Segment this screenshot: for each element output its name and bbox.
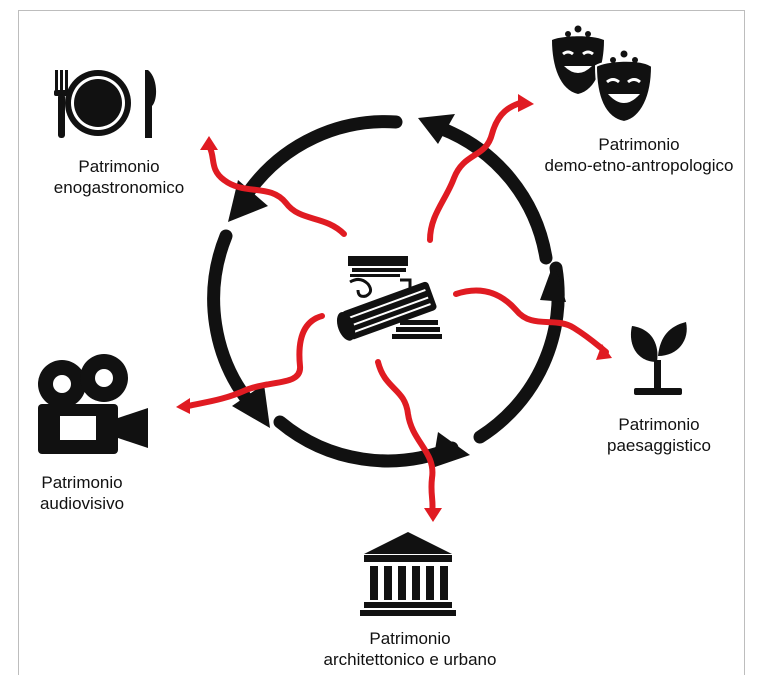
- plant-sprout-icon: [630, 322, 687, 395]
- label-paesaggistico-line1: Patrimonio: [618, 415, 700, 434]
- label-architettonico: Patrimonio architettonico e urbano: [300, 628, 520, 670]
- theater-masks-icon: [552, 25, 654, 124]
- label-paesaggistico-line2: paesaggistico: [607, 436, 711, 455]
- label-enogastronomico-line1: Patrimonio: [78, 157, 160, 176]
- label-demo-line2: demo-etno-antropologico: [544, 156, 734, 175]
- cycle-arc-left: [207, 229, 259, 413]
- label-architettonico-line1: Patrimonio: [369, 629, 451, 648]
- arrowhead-bottom-right: [432, 432, 470, 468]
- red-arrow-to-demo: [427, 99, 526, 243]
- cycle-arc-top-right: [433, 121, 553, 265]
- arrowhead-right-up: [540, 262, 566, 302]
- cycle-arc-top: [243, 115, 403, 197]
- frame-left-border: [18, 10, 19, 675]
- arrowhead-left-bottom: [232, 384, 270, 428]
- red-arrowhead-audiovisivo: [176, 398, 190, 414]
- ancient-column-icon: [336, 256, 442, 341]
- frame-right-border: [744, 10, 745, 675]
- red-arrows: [185, 99, 609, 515]
- label-enogastronomico-line2: enogastronomico: [53, 178, 185, 197]
- label-enogastronomico: Patrimonio enogastronomico: [44, 156, 194, 198]
- classical-temple-icon: [360, 532, 456, 616]
- red-arrowhead-architettonico: [424, 508, 442, 522]
- label-paesaggistico: Patrimonio paesaggistico: [594, 414, 724, 456]
- frame-top-border: [18, 10, 744, 11]
- label-audiovisivo-line1: Patrimonio: [41, 473, 123, 492]
- cycle-arrowheads: [228, 114, 566, 468]
- label-demo: Patrimonio demo-etno-antropologico: [524, 134, 754, 176]
- red-arrow-to-architettonico: [375, 359, 436, 515]
- red-arrow-to-paesaggistico: [453, 287, 609, 355]
- label-audiovisivo-line2: audiovisivo: [39, 494, 125, 513]
- red-arrowhead-enogastronomico: [200, 136, 218, 150]
- red-arrowhead-demo: [518, 94, 534, 112]
- label-architettonico-line2: architettonico e urbano: [323, 650, 497, 669]
- arrowhead-top-left: [228, 180, 268, 222]
- red-arrowhead-paesaggistico: [596, 344, 612, 360]
- movie-camera-icon: [38, 354, 148, 454]
- red-arrowheads: [176, 94, 612, 522]
- label-audiovisivo: Patrimonio audiovisivo: [22, 472, 142, 514]
- label-demo-line1: Patrimonio: [598, 135, 680, 154]
- red-arrow-to-enogastronomico: [207, 145, 347, 237]
- cutlery-plate-icon: [54, 70, 157, 138]
- arrowhead-top-right: [418, 114, 455, 144]
- red-arrow-to-audiovisivo: [185, 313, 325, 409]
